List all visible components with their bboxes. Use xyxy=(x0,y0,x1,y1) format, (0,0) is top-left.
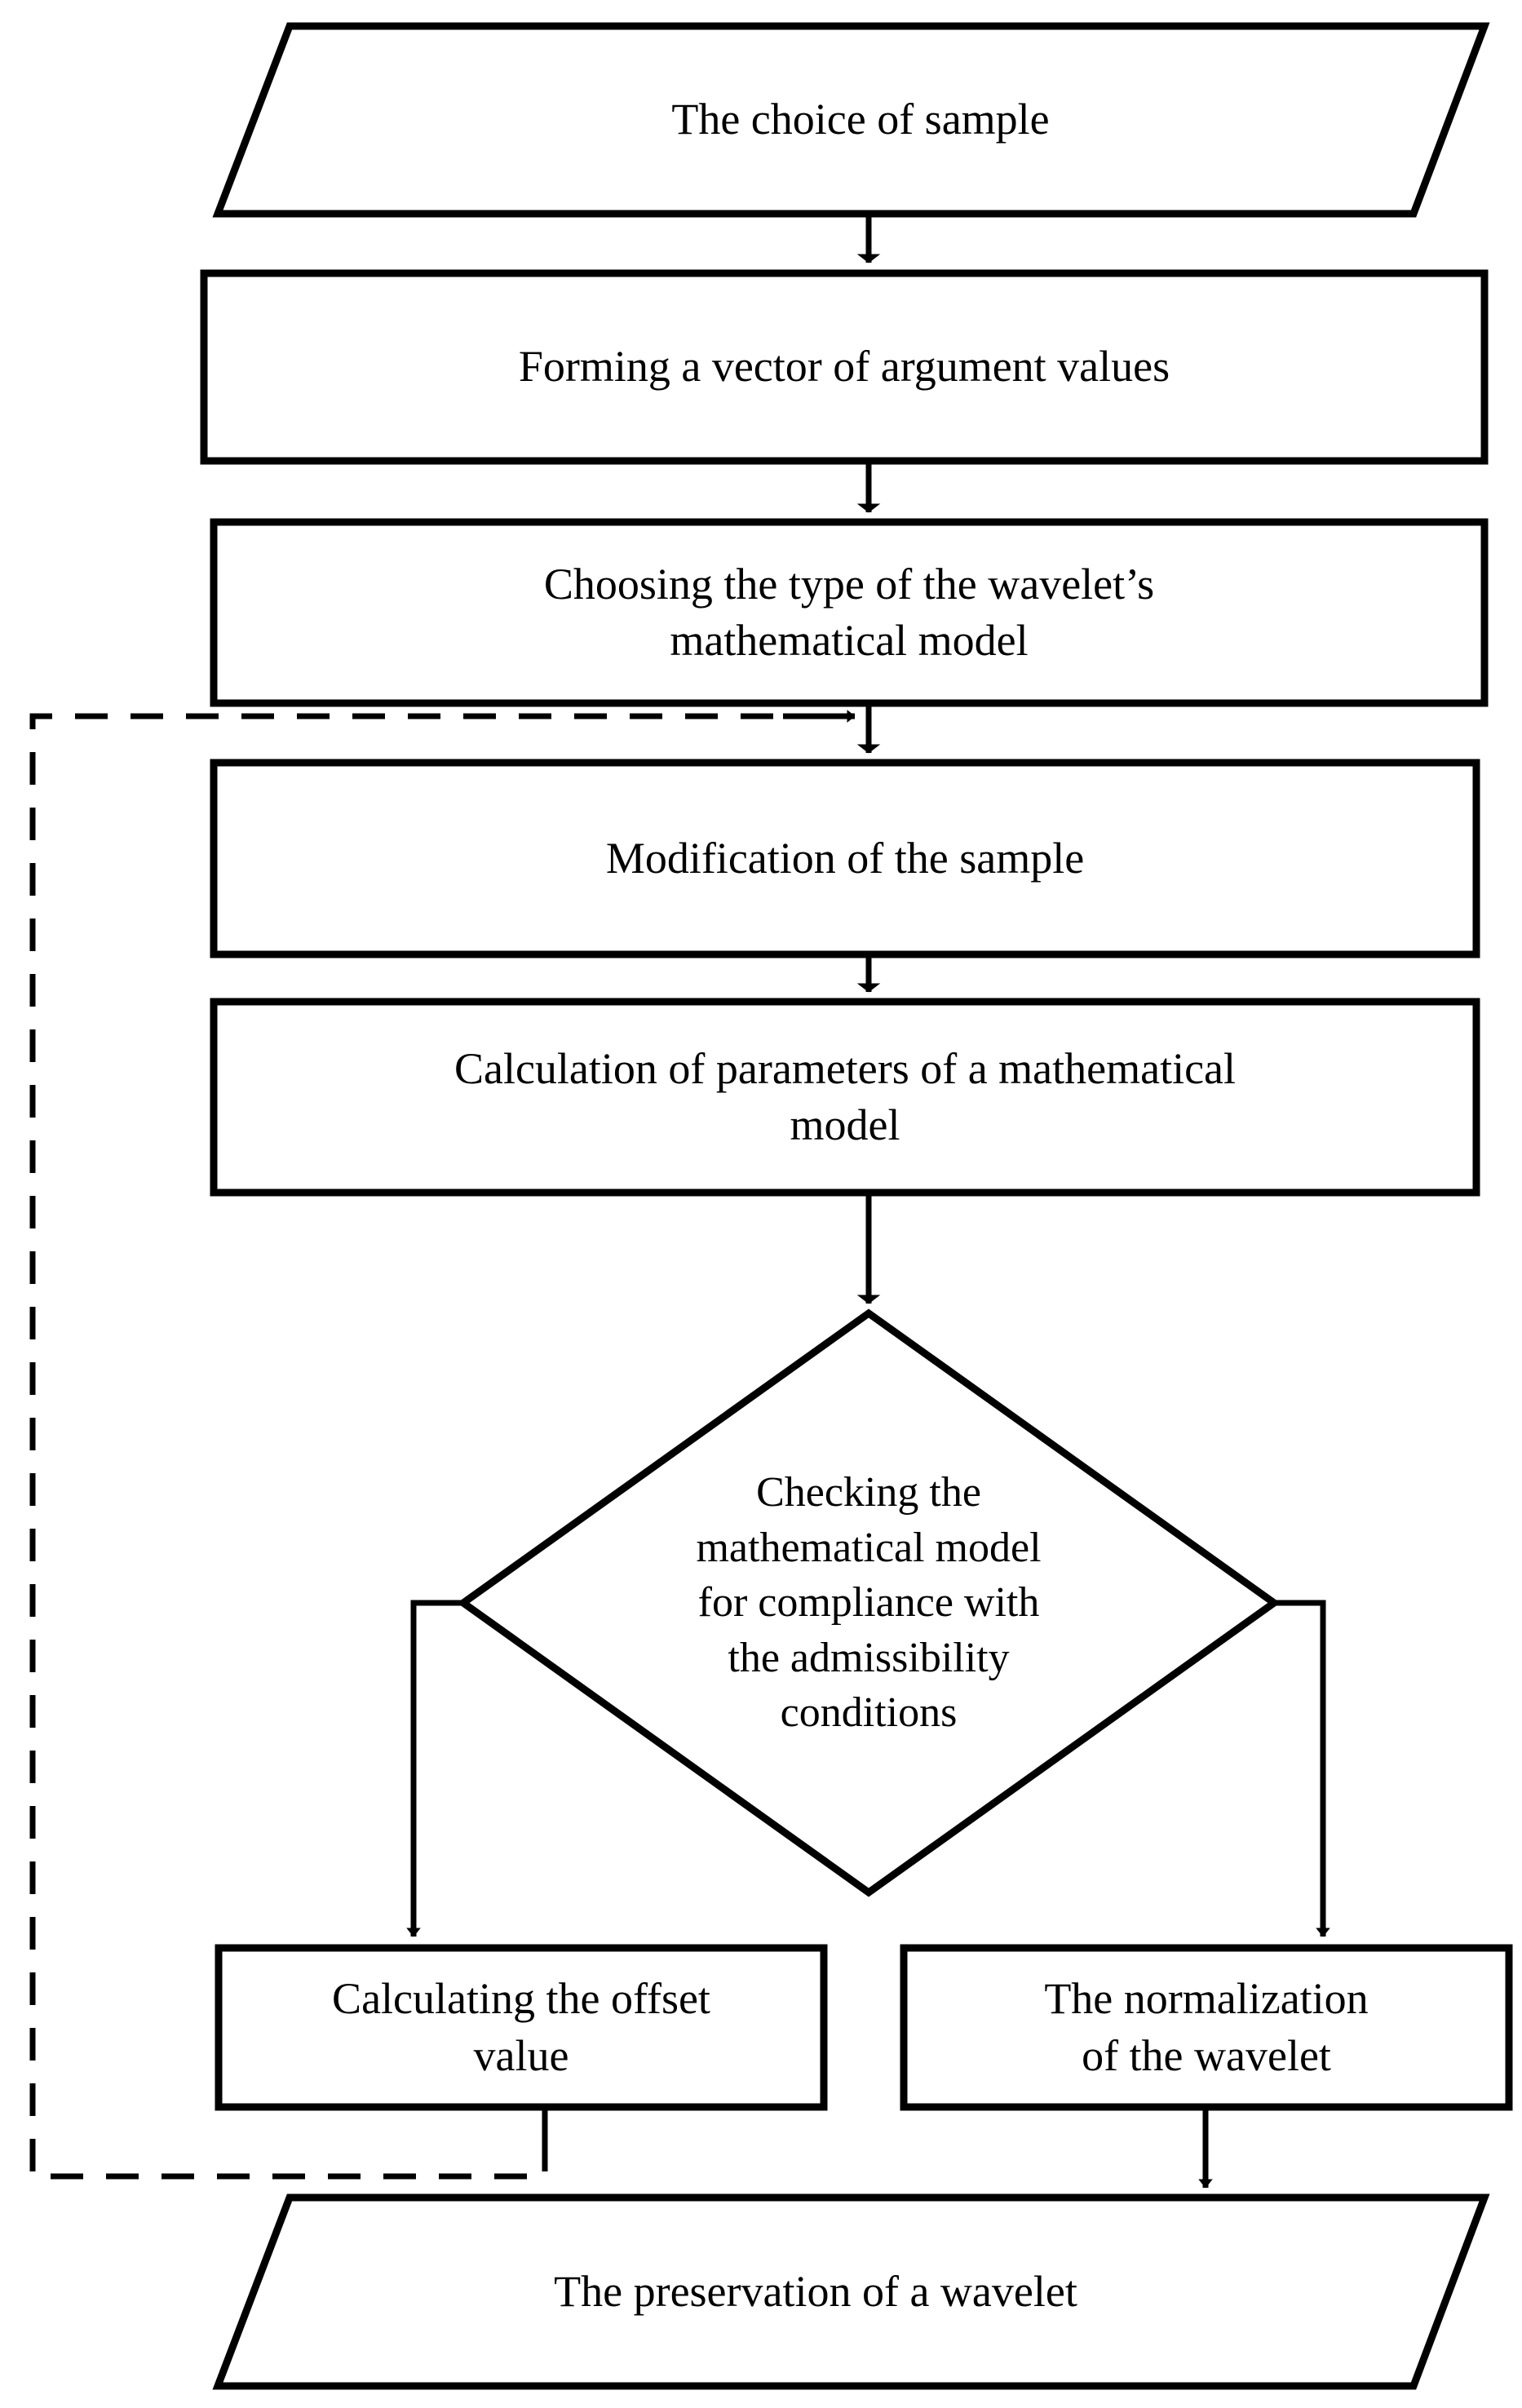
node-check-shape xyxy=(457,1308,1281,1897)
node-choosing-shape xyxy=(210,518,1489,707)
node-start-shape xyxy=(212,22,1490,218)
node-normalize-shape xyxy=(900,1944,1513,2111)
node-modify-shape xyxy=(210,759,1480,958)
node-forming-shape xyxy=(200,269,1489,465)
edge-check-to-offset xyxy=(406,1600,463,1937)
edge-check-to-normalize xyxy=(1274,1600,1330,1937)
node-preserve-shape xyxy=(212,2193,1490,2390)
edge-offset-to-modify-dashed xyxy=(29,713,793,2180)
node-calcparams-shape xyxy=(210,998,1480,1197)
node-offset-shape xyxy=(215,1944,828,2111)
